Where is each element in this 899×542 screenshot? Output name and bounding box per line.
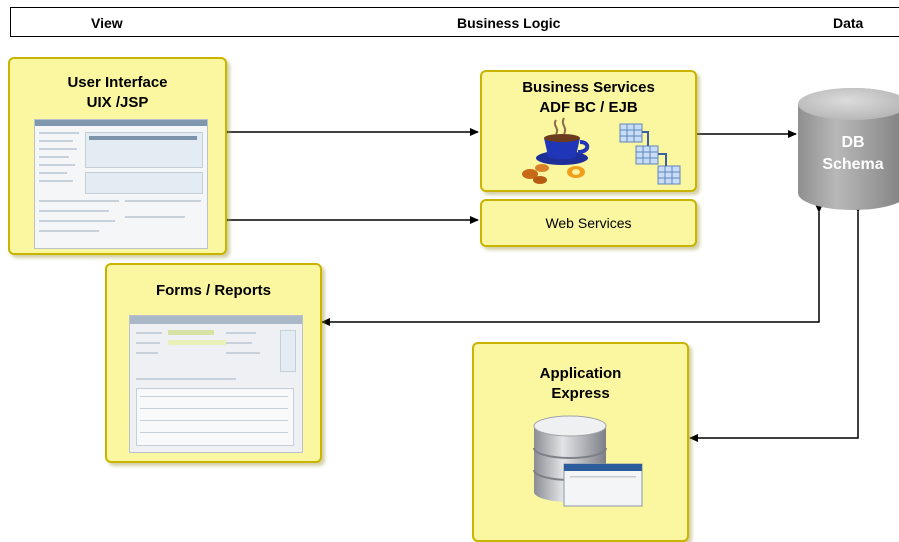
user-interface-subtitle: UIX /JSP (86, 94, 149, 111)
data-layer-label: Data (833, 15, 864, 31)
db-schema-top (798, 88, 899, 120)
user-interface-box: User Interface UIX /JSP (8, 57, 227, 255)
db-schema-label-line1: DB (841, 134, 865, 151)
db-application-express-arrow (689, 204, 862, 442)
db-schema-label-line2: Schema (822, 156, 884, 173)
web-services-box: Web Services (480, 199, 697, 247)
web-services-label: Web Services (545, 215, 632, 231)
business-services-box: Business Services ADF BC / EJB (480, 70, 697, 192)
business-services-title: Business Services (522, 79, 655, 96)
database-window-icon (533, 415, 643, 507)
view-layer-label: View (91, 15, 123, 31)
application-express-title: Application (539, 365, 622, 382)
ui-screenshot-thumbnail (34, 119, 208, 249)
user-interface-title: User Interface (67, 74, 168, 91)
layer-header: View Business Logic Data (10, 7, 899, 37)
application-express-subtitle: Express (551, 385, 610, 402)
forms-reports-title: Forms / Reports (155, 282, 272, 299)
business-logic-layer-label: Business Logic (457, 15, 561, 31)
forms-screenshot-thumbnail (129, 315, 303, 453)
business-services-subtitle: ADF BC / EJB (539, 99, 638, 116)
beans-icon (522, 164, 585, 184)
forms-reports-box: Forms / Reports (105, 263, 322, 463)
db-schema-cylinder: DB Schema (798, 88, 899, 210)
tables-icon (619, 123, 681, 185)
coffee-cup-icon (536, 117, 590, 165)
application-express-box: Application Express (472, 342, 689, 542)
